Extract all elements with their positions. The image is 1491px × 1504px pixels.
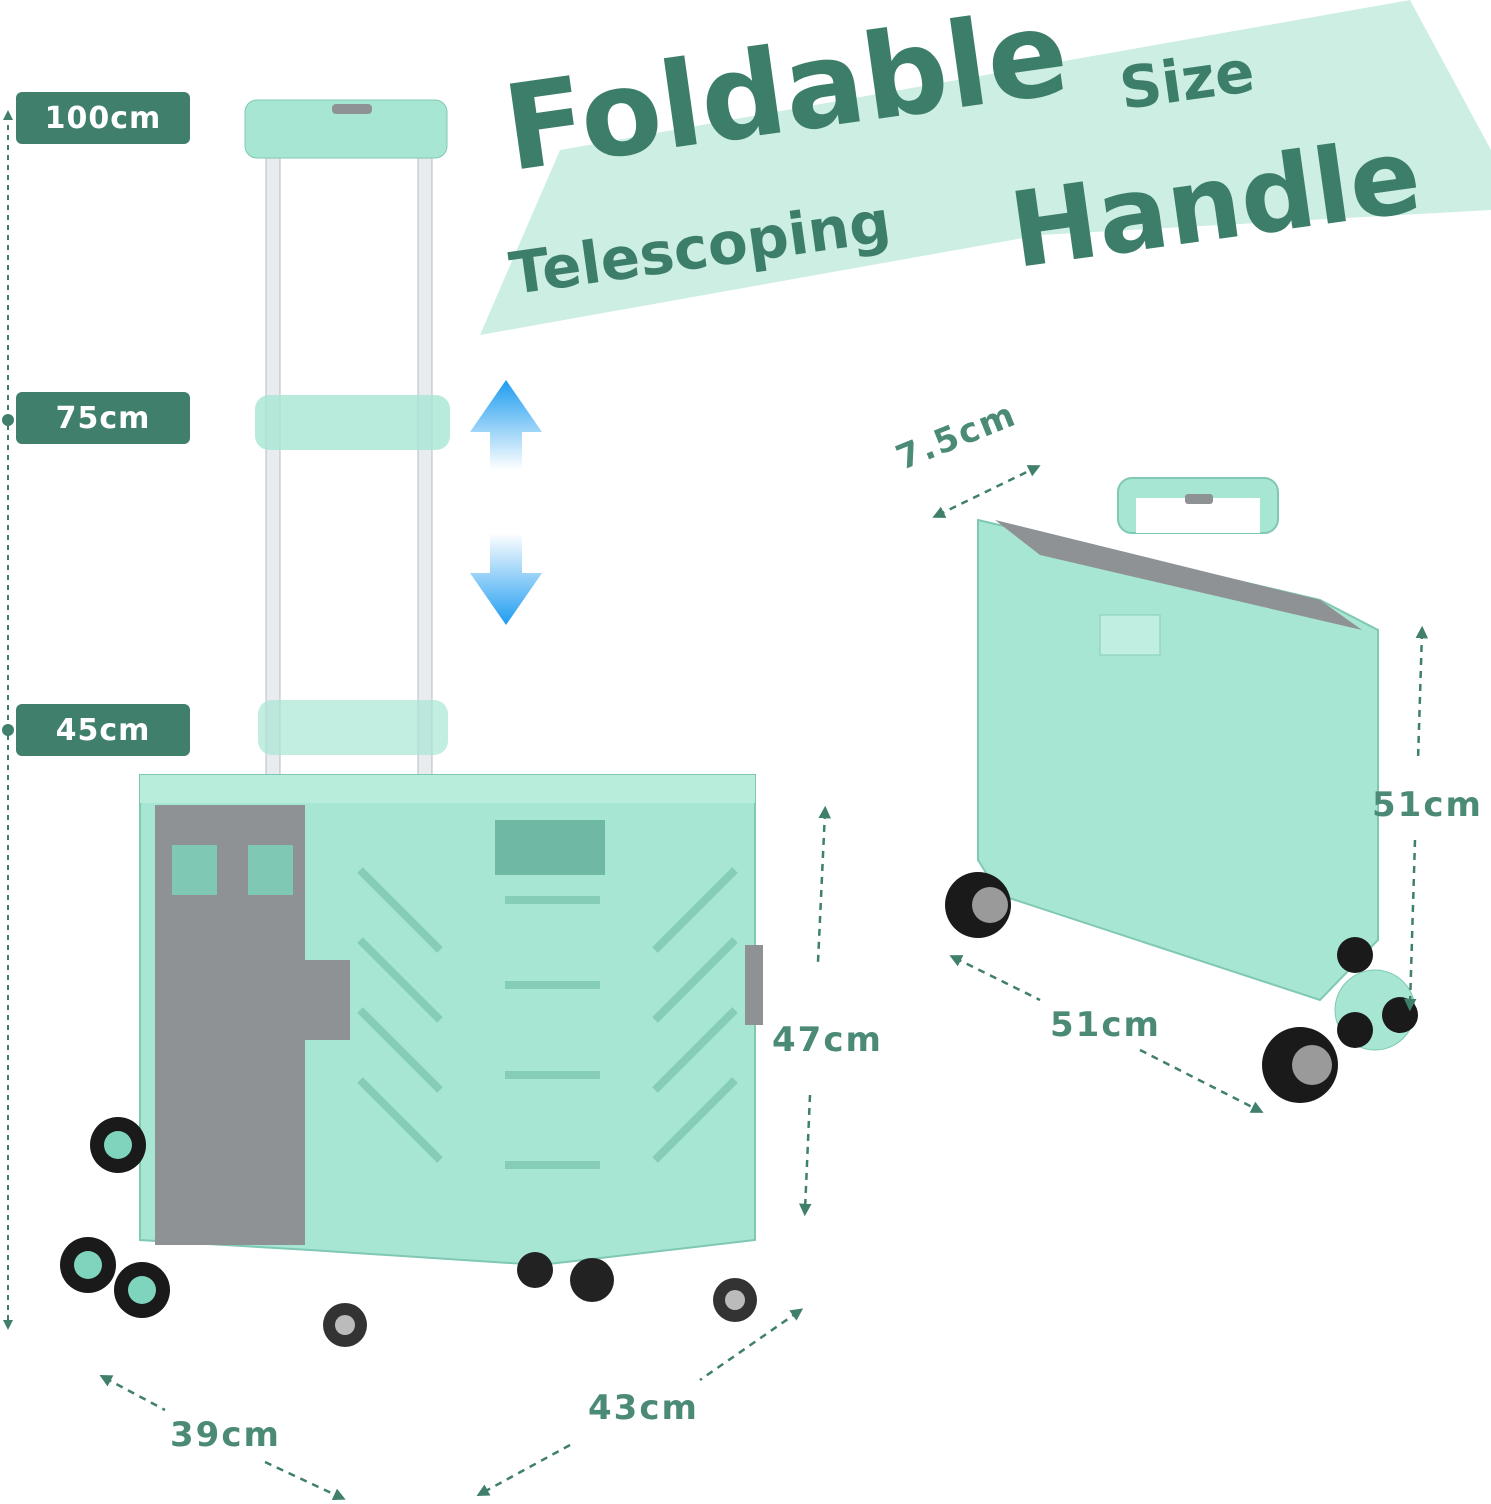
telescoping-handle <box>244 99 450 776</box>
height-label-75: 75cm <box>16 392 190 444</box>
dimension-arrows <box>99 465 1429 1501</box>
headline-banner <box>480 0 1491 335</box>
label-height-folded: 51cm <box>1372 785 1483 825</box>
label-box-height: 47cm <box>772 1020 883 1060</box>
height-label-100: 100cm <box>16 92 190 144</box>
label-width-folded: 51cm <box>1050 1005 1161 1045</box>
label-box-width: 43cm <box>588 1388 699 1428</box>
adjust-arrows-icon <box>470 380 542 625</box>
height-label-45: 45cm <box>16 704 190 756</box>
cart-box <box>60 774 763 1347</box>
label-box-depth: 39cm <box>170 1415 281 1455</box>
folded-cart <box>945 477 1418 1103</box>
